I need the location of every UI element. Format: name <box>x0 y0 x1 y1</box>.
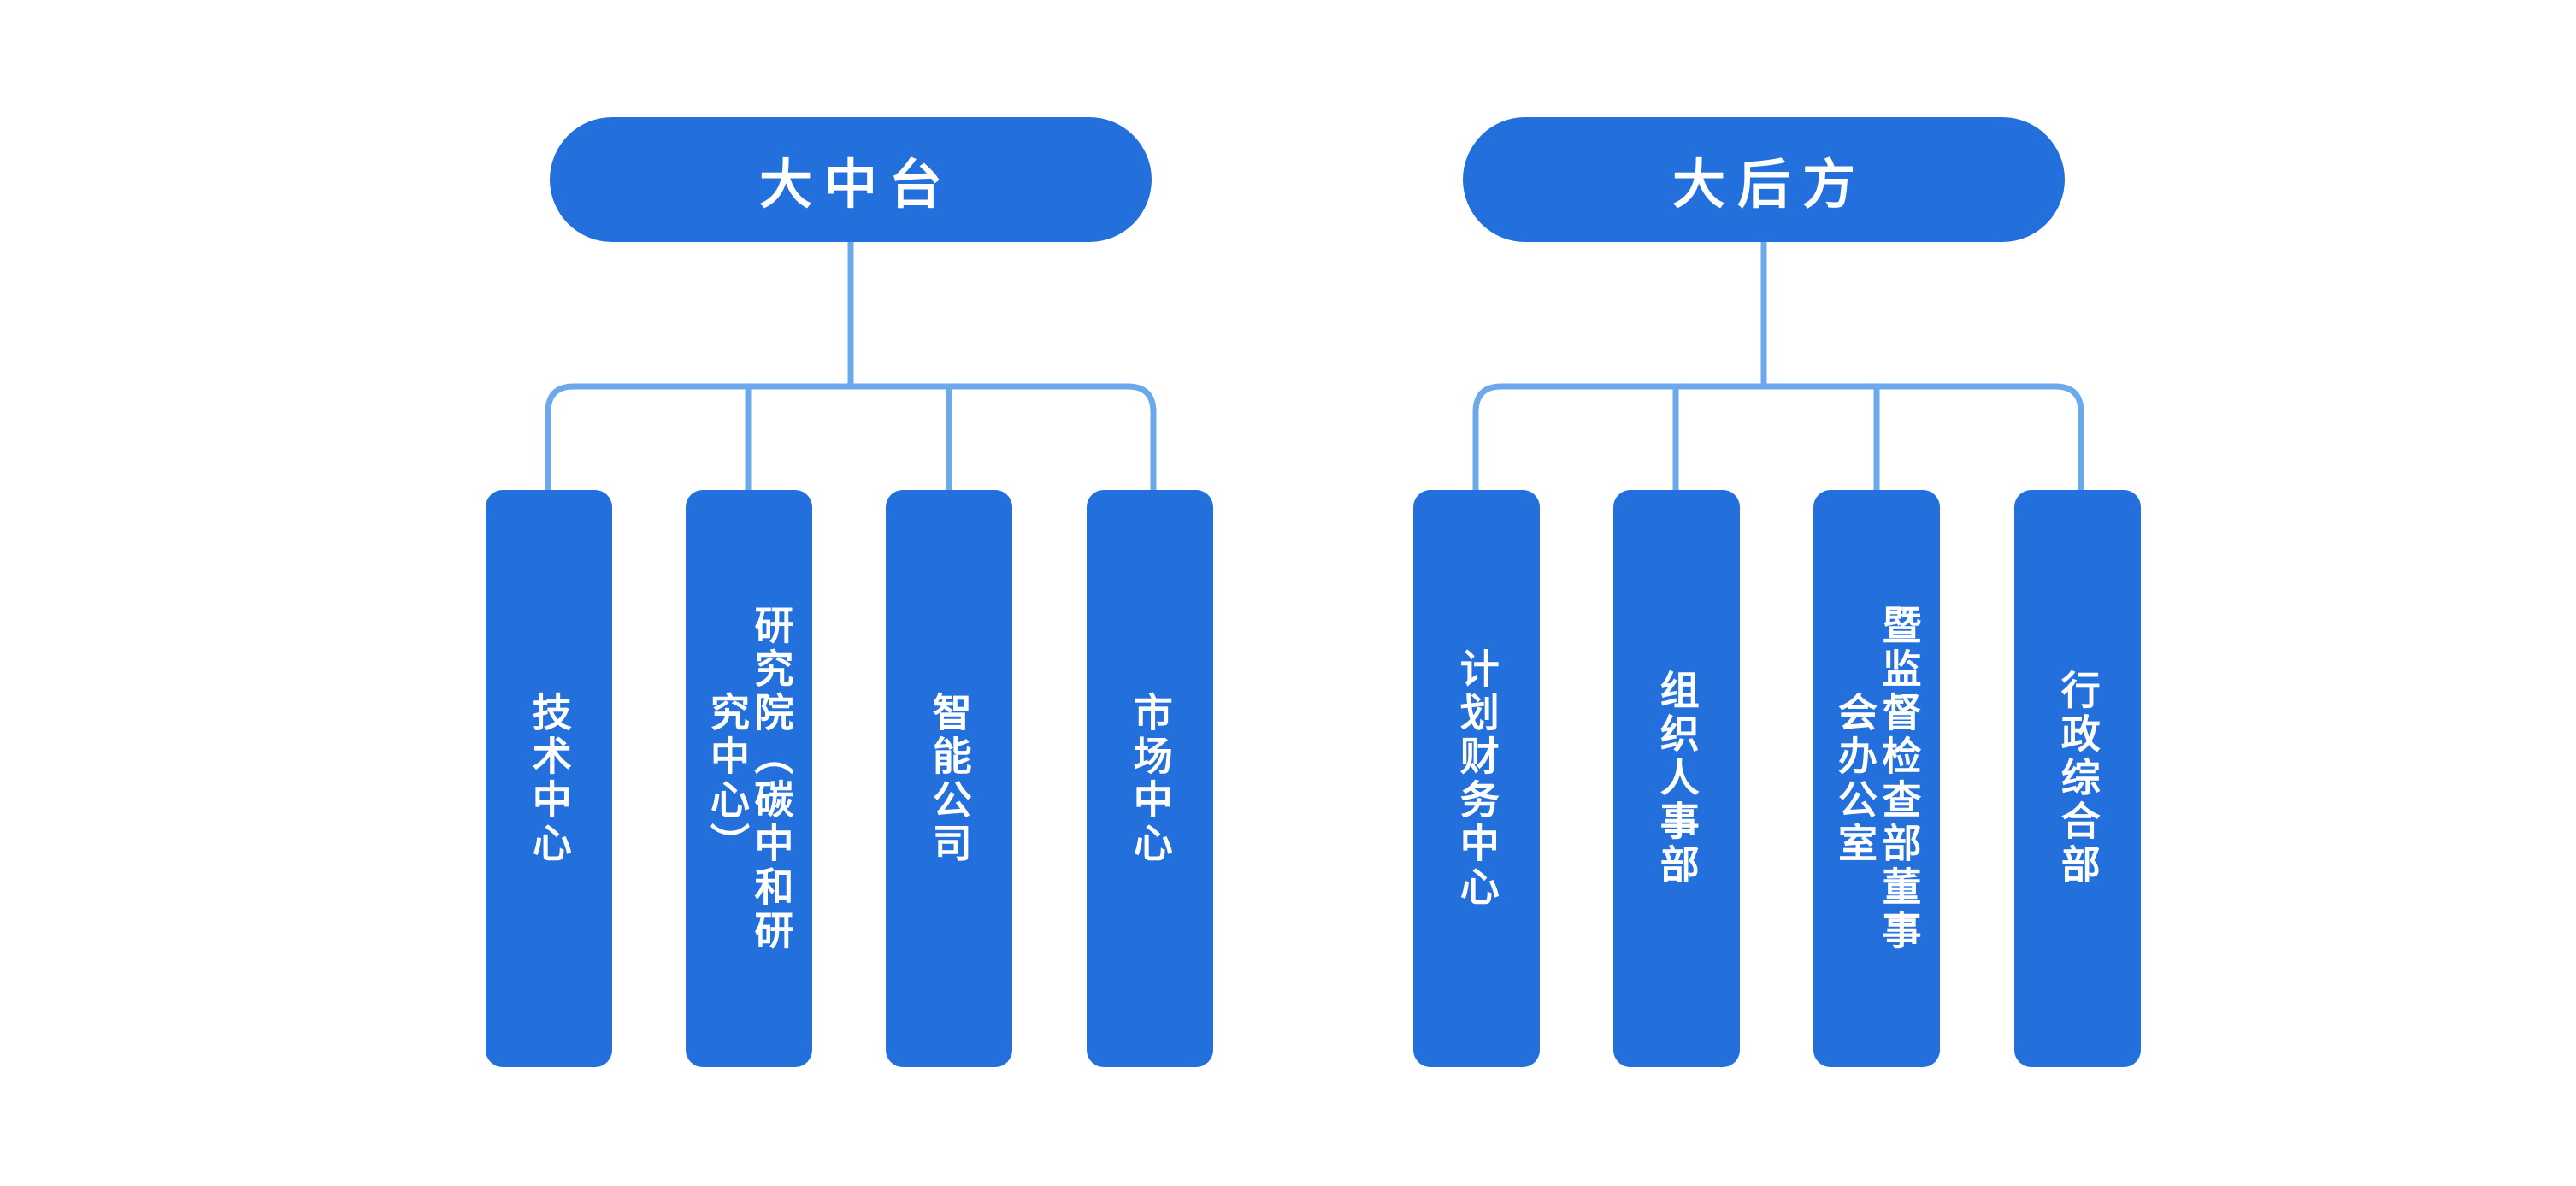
group-header-houfang[interactable]: 大后方 <box>1463 117 2065 242</box>
node-audit-board[interactable]: 暨监督检查部董事会办公室 <box>1813 490 1940 1067</box>
node-admin-department[interactable]: 行政综合部 <box>2014 490 2141 1067</box>
node-label: 暨监督检查部董事会办公室 <box>1833 604 1922 953</box>
node-ai-company[interactable]: 智能公司 <box>886 490 1012 1067</box>
group-header-zhongtai[interactable]: 大中台 <box>550 117 1152 242</box>
node-label: 计划财务中心 <box>1454 647 1500 910</box>
node-label: 行政综合部 <box>2055 670 2101 888</box>
node-label: 市场中心 <box>1128 691 1173 866</box>
connector-bus-left <box>545 383 1157 490</box>
node-label: 组织人事部 <box>1654 670 1700 888</box>
group-header-label: 大后方 <box>1671 156 1867 215</box>
node-research-institute[interactable]: 研究院（碳中和研究中心） <box>686 490 812 1067</box>
node-market-center[interactable]: 市场中心 <box>1087 490 1213 1067</box>
connector-bus-right <box>1472 383 2084 490</box>
node-tech-center[interactable]: 技术中心 <box>486 490 612 1067</box>
node-finance-center[interactable]: 计划财务中心 <box>1413 490 1540 1067</box>
node-label: 智能公司 <box>927 691 972 866</box>
node-hr-department[interactable]: 组织人事部 <box>1613 490 1740 1067</box>
group-header-label: 大中台 <box>758 156 954 215</box>
node-label: 技术中心 <box>527 691 572 866</box>
node-label: 研究院（碳中和研究中心） <box>705 604 794 953</box>
